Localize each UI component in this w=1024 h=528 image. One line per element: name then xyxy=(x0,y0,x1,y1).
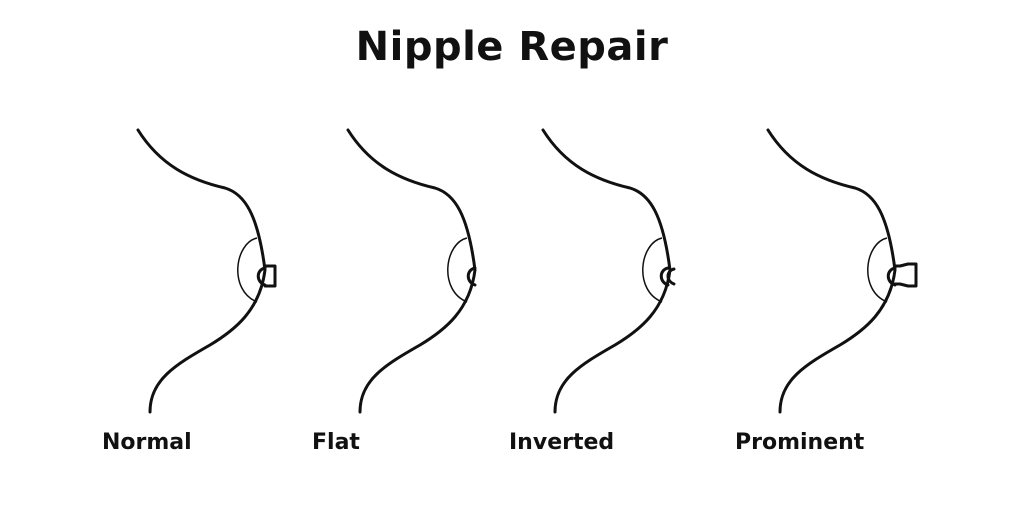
label-flat: Flat xyxy=(312,430,360,455)
inverted-nipple-mark xyxy=(666,267,676,286)
prominent-nipple-illustration xyxy=(766,128,918,414)
breast-diagram-prominent xyxy=(750,120,970,420)
areola-line xyxy=(642,237,663,303)
page-title: Nipple Repair xyxy=(355,24,669,70)
breast-diagram-inverted xyxy=(525,120,745,420)
breast-diagram-flat xyxy=(330,120,550,420)
areola-line xyxy=(447,237,468,303)
label-inverted: Inverted xyxy=(509,430,615,455)
nipple-contour-mark xyxy=(886,266,897,287)
nipple-contour-mark xyxy=(256,266,267,287)
breast-diagram-normal xyxy=(120,120,340,420)
breast-outline xyxy=(541,128,672,414)
nipple-contour-mark xyxy=(466,266,477,287)
breast-outline xyxy=(136,128,267,414)
breast-outline xyxy=(766,128,897,414)
breast-outline xyxy=(346,128,477,414)
areola-line xyxy=(237,237,258,303)
nipple-shape-normal xyxy=(263,264,277,288)
areola-line xyxy=(867,237,888,303)
label-prominent: Prominent xyxy=(735,430,865,455)
inverted-nipple-illustration xyxy=(541,128,676,414)
label-normal: Normal xyxy=(102,430,192,455)
normal-nipple-illustration xyxy=(136,128,277,414)
flat-nipple-illustration xyxy=(346,128,477,414)
nipple-contour-mark xyxy=(659,266,670,287)
nipple-shape-prominent xyxy=(893,262,918,288)
